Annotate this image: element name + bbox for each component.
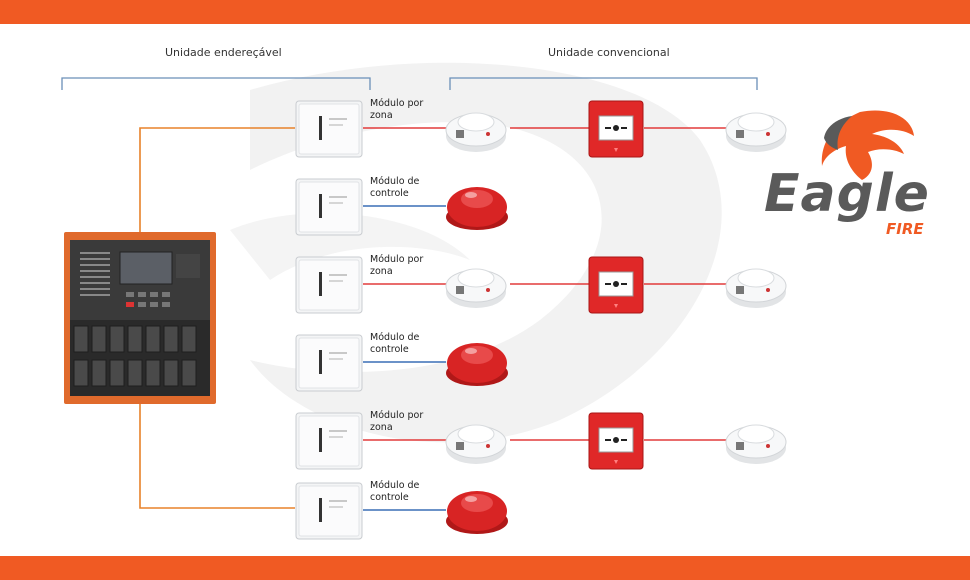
control-module-device	[295, 334, 363, 396]
fire-alarm-control-panel	[64, 232, 216, 404]
smoke-detector-icon	[444, 258, 508, 316]
conventional-bracket	[449, 77, 758, 90]
module-label-line2: zona	[370, 110, 393, 121]
zone-module-device	[295, 256, 363, 318]
module-label-line2: controle	[370, 188, 409, 199]
module-label-line1: Módulo de	[370, 176, 420, 187]
alarm-sounder-icon	[444, 483, 510, 541]
manual-call-point-icon	[588, 100, 644, 162]
module-label-line1: Módulo de	[370, 332, 420, 343]
manual-call-point-icon	[588, 256, 644, 318]
module-label-line2: zona	[370, 266, 393, 277]
smoke-detector-icon	[724, 414, 788, 472]
control-module-device	[295, 178, 363, 240]
control-module-device	[295, 482, 363, 544]
module-label-line2: zona	[370, 422, 393, 433]
smoke-detector-icon	[444, 102, 508, 160]
module-label-line1: Módulo por	[370, 410, 424, 421]
conventional-unit-header: Unidade convencional	[548, 46, 670, 59]
module-label-line1: Módulo de	[370, 480, 420, 491]
eagle-head-icon	[821, 110, 914, 180]
module-label-line1: Módulo por	[370, 98, 424, 109]
addressable-unit-header: Unidade endereçável	[165, 46, 282, 59]
zone-module-device	[295, 100, 363, 162]
smoke-detector-icon	[444, 414, 508, 472]
alarm-sounder-icon	[444, 335, 510, 393]
smoke-detector-icon	[724, 102, 788, 160]
manual-call-point-icon	[588, 412, 644, 474]
logo-subtitle: FIRE	[886, 220, 924, 238]
module-label-line2: controle	[370, 344, 409, 355]
top-brand-bar	[0, 0, 970, 24]
module-label-line2: controle	[370, 492, 409, 503]
zone-module-device	[295, 412, 363, 474]
logo-wordmark: Eagle	[764, 164, 930, 224]
module-label-line1: Módulo por	[370, 254, 424, 265]
addressable-bracket	[61, 77, 371, 90]
eagle-fire-logo: Eagle FIRE	[762, 104, 962, 244]
alarm-sounder-icon	[444, 179, 510, 237]
smoke-detector-icon	[724, 258, 788, 316]
bottom-brand-bar	[0, 556, 970, 580]
